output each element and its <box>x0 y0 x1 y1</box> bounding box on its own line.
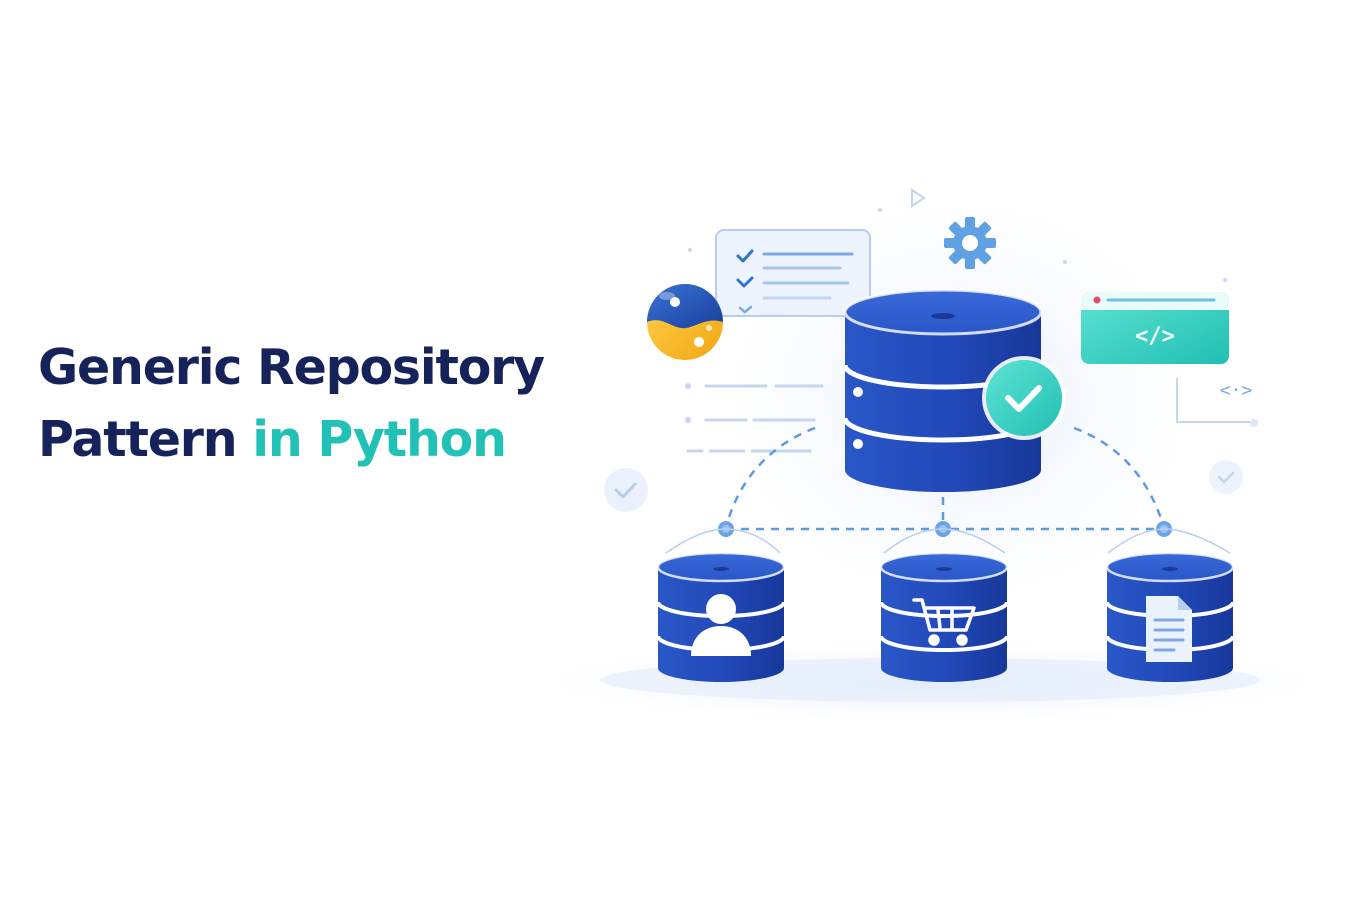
document-icon <box>1146 596 1192 662</box>
check-icon-2 <box>736 276 754 288</box>
decorative-dots <box>688 208 1258 427</box>
connector-lines <box>724 426 1166 531</box>
title-line-1: Generic Repository <box>38 339 545 396</box>
code-bracket-decoration: <·> <box>1176 378 1253 423</box>
title-line-2-prefix: Pattern <box>38 411 238 468</box>
code-lines-decoration <box>685 383 824 453</box>
code-symbol: </> <box>1135 324 1175 349</box>
title-line-2-accent: in Python <box>252 411 507 468</box>
checklist-card <box>715 229 871 317</box>
page-title: Generic Repository Pattern in Python <box>38 332 545 476</box>
cart-icon <box>912 598 976 646</box>
document-repository-database <box>1105 551 1235 682</box>
check-icon-1 <box>736 249 754 263</box>
check-icon-3 <box>738 305 753 314</box>
python-logo-icon <box>647 284 723 360</box>
code-bracket-symbol: <·> <box>1220 380 1253 401</box>
main-database <box>842 288 1044 492</box>
check-badge-icon <box>982 356 1066 440</box>
gear-icon <box>944 217 996 269</box>
play-triangle-icon <box>911 188 926 208</box>
faint-check-left-icon <box>604 468 648 512</box>
code-card: </> <box>1081 292 1229 364</box>
node-arcs <box>665 528 1231 554</box>
faint-check-right-icon <box>1209 460 1243 494</box>
user-repository-database <box>656 551 786 682</box>
user-icon <box>691 594 751 656</box>
cart-repository-database <box>879 551 1009 682</box>
